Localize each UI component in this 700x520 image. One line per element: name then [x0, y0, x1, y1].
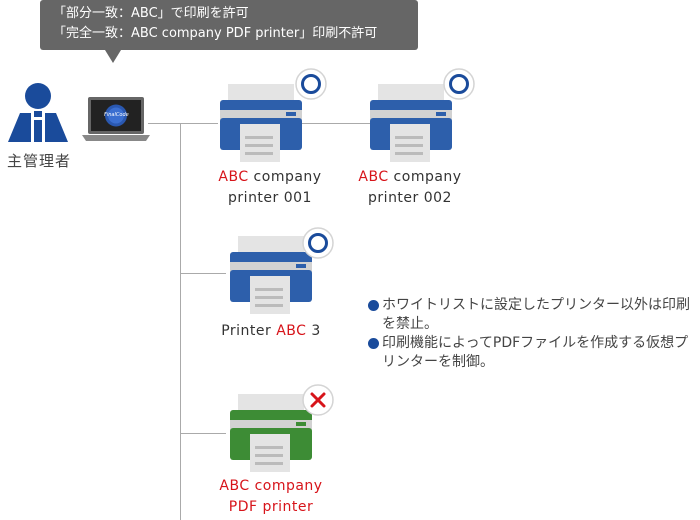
connector-admin — [148, 123, 218, 124]
tooltip-line-2: 「完全一致：ABC company PDF printer」印刷不許可 — [53, 26, 378, 41]
printer-icon — [230, 236, 312, 314]
printer-label-highlight: ABC company — [219, 478, 323, 494]
printer-icon — [220, 84, 302, 162]
circle-icon — [443, 68, 475, 100]
note-item: 印刷機能によってPDFファイルを作成する仮想プリンターを制御。 — [368, 334, 698, 372]
printer-label-text: Printer — [221, 323, 277, 339]
printer-label-text: company — [388, 169, 462, 185]
tooltip-tail — [105, 50, 121, 63]
printer-label: ABC company printer 001 — [205, 167, 335, 209]
notes: ホワイトリストに設定したプリンター以外は印刷を禁止。 印刷機能によってPDFファ… — [368, 296, 698, 372]
printer-label-highlight: ABC — [218, 169, 249, 185]
admin-label: 主管理者 — [7, 152, 72, 170]
connector-printer-3 — [180, 273, 226, 274]
tooltip-line-1: 「部分一致：ABC」で印刷を許可 — [53, 6, 249, 21]
connector-printer-1-2 — [302, 123, 372, 124]
printer-label: Printer ABC 3 — [206, 321, 336, 342]
laptop-icon — [82, 97, 150, 141]
printer-label-text: 3 — [306, 323, 321, 339]
connector-vertical — [180, 123, 181, 520]
printer-label-text: printer 002 — [368, 190, 452, 206]
tooltip: 「部分一致：ABC」で印刷を許可 「完全一致：ABC company PDF p… — [40, 0, 418, 50]
cross-icon — [302, 384, 334, 416]
printer-label-highlight: ABC — [358, 169, 389, 185]
note-text: ホワイトリストに設定したプリンター以外は印刷を禁止。 — [382, 297, 690, 332]
admin-person-icon — [8, 83, 68, 142]
connector-printer-4 — [180, 433, 226, 434]
printer-icon — [370, 84, 452, 162]
bullet-icon — [368, 300, 379, 311]
printer-label-text: printer 001 — [228, 190, 312, 206]
circle-icon — [295, 68, 327, 100]
bullet-icon — [368, 338, 379, 349]
note-text: 印刷機能によってPDFファイルを作成する仮想プリンターを制御。 — [382, 335, 689, 370]
printer-label-text: company — [248, 169, 322, 185]
printer-icon — [230, 394, 312, 472]
printer-label-highlight: ABC — [276, 323, 307, 339]
printer-label: ABC company printer 002 — [345, 167, 475, 209]
circle-icon — [302, 227, 334, 259]
note-item: ホワイトリストに設定したプリンター以外は印刷を禁止。 — [368, 296, 698, 334]
printer-label: ABC company PDF printer — [206, 476, 336, 518]
printer-label-highlight: PDF printer — [228, 499, 314, 515]
laptop-screen-text: FinalCode — [104, 112, 129, 118]
